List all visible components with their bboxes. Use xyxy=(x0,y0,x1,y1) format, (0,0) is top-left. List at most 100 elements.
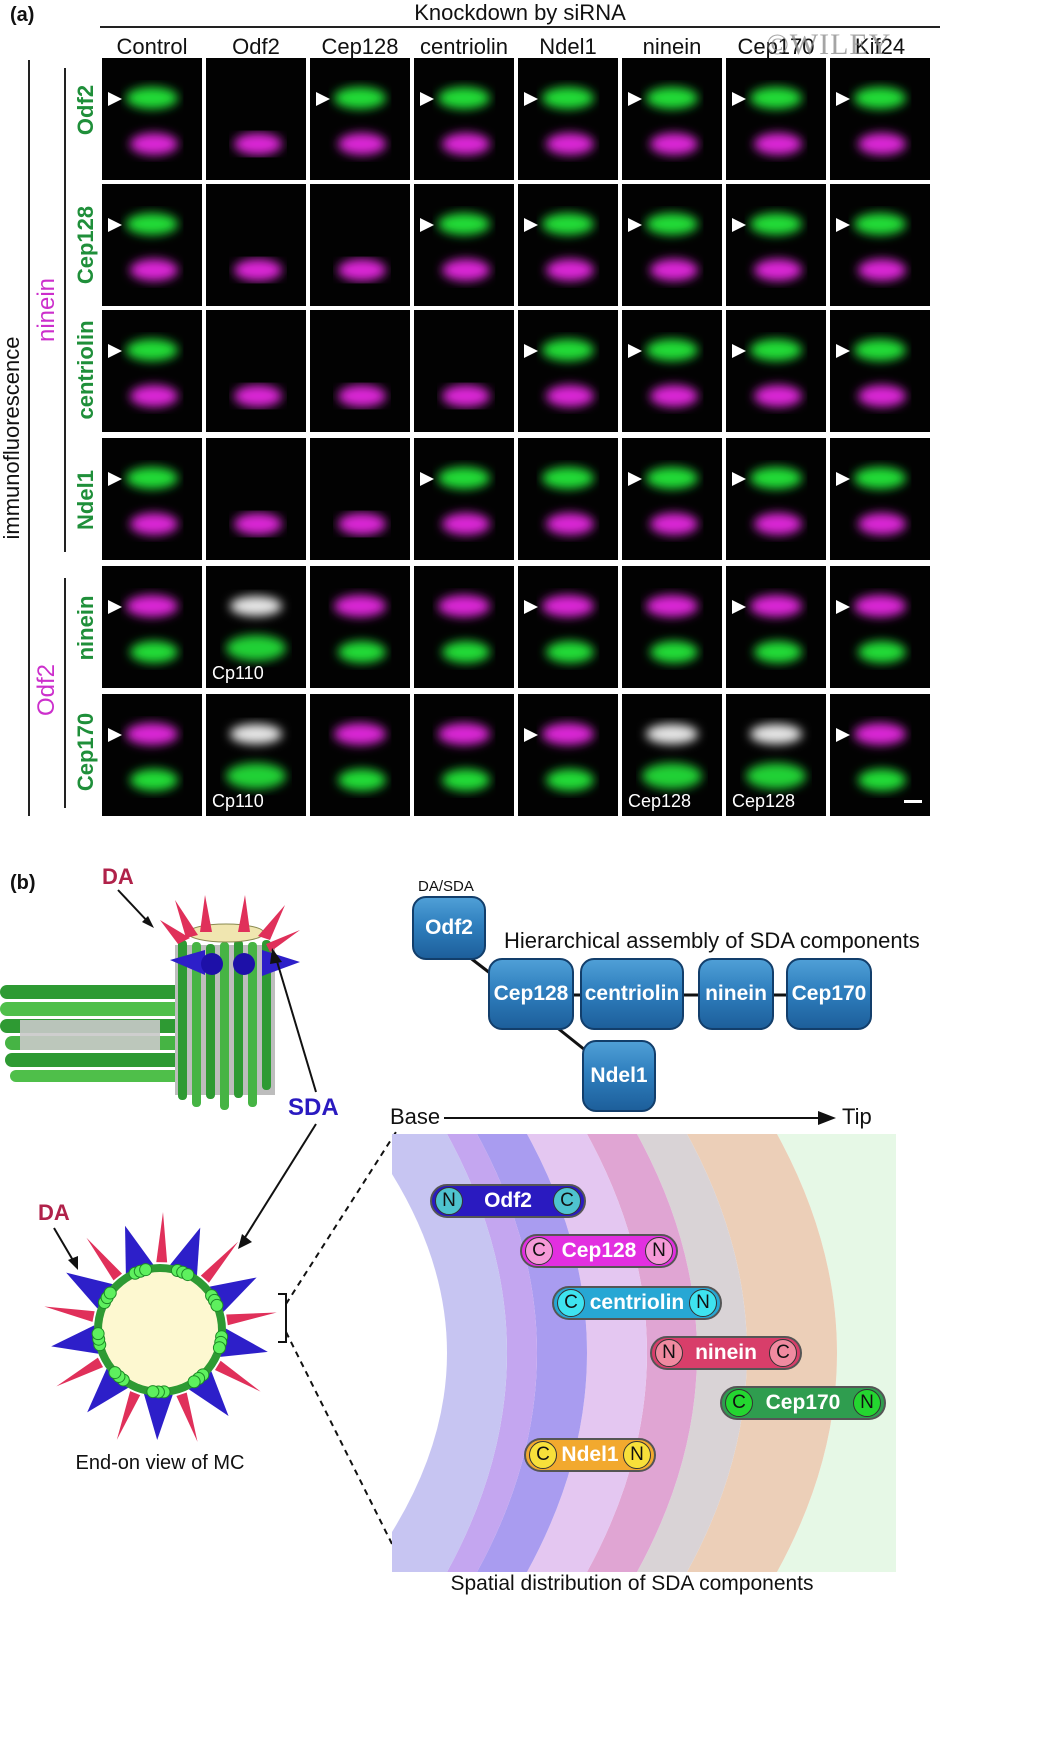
micrograph-r5-c1 xyxy=(102,566,202,688)
pill-cep128-right-terminus: N xyxy=(645,1237,673,1265)
da-spike xyxy=(86,1237,123,1281)
sda-cone xyxy=(125,1225,154,1274)
microtubule-triplet xyxy=(108,1366,122,1380)
column-label-ninein: ninein xyxy=(642,34,702,59)
column-label-cep170: Cep170 xyxy=(737,34,815,59)
da-label-bottom: DA xyxy=(38,1200,70,1225)
micrograph-caption-r5c1: Cp110 xyxy=(212,791,264,811)
micrograph-r1-c6 xyxy=(622,58,722,180)
immunofluorescence-label: immunofluorescence xyxy=(0,336,24,540)
centriole-3d-illustration xyxy=(0,895,300,1110)
micrograph-r3-c4 xyxy=(414,310,514,432)
row-label-cep128: Cep128 xyxy=(73,205,98,285)
column-label-kif24: Kif24 xyxy=(854,34,906,59)
da-label-top: DA xyxy=(102,864,134,889)
end-on-view-diagram xyxy=(44,1212,277,1442)
micrograph-r3-c7 xyxy=(726,310,826,432)
pill-centriolin: C centriolin N xyxy=(552,1286,722,1320)
sda-cone xyxy=(220,1328,268,1357)
scale-bar xyxy=(904,800,922,803)
microtubule-triplet xyxy=(103,1286,117,1300)
micrograph-r2-c7 xyxy=(726,184,826,306)
node-ninein: ninein xyxy=(698,958,774,1030)
micrograph-r5-c6 xyxy=(622,566,722,688)
pill-centriolin-label: centriolin xyxy=(589,1291,685,1314)
da-spike xyxy=(56,1357,104,1387)
micrograph-r2-c4 xyxy=(414,184,514,306)
micrograph-caption-r4c1: Cp110 xyxy=(212,663,264,683)
panel-b-label: (b) xyxy=(10,872,36,894)
microtubule-triplet xyxy=(181,1268,195,1282)
pill-cep128: C Cep128 N xyxy=(520,1234,678,1268)
micrograph-r1-c5 xyxy=(518,58,618,180)
pill-ninein-left-terminus: N xyxy=(655,1339,683,1367)
node-odf2: Odf2 xyxy=(412,896,486,960)
da-spike xyxy=(214,1360,261,1392)
sda-cone xyxy=(51,1325,99,1354)
row-label-wrap-ninein: ninein xyxy=(66,558,106,698)
micrograph-r1-c1 xyxy=(102,58,202,180)
micrograph-r1-c8 xyxy=(830,58,930,180)
micrograph-r1-c4 xyxy=(414,58,514,180)
micrograph-r4-c8 xyxy=(830,438,930,560)
zoom-connector xyxy=(278,1131,397,1553)
microtubule-triplet xyxy=(146,1385,160,1399)
micrograph-r5-c5 xyxy=(518,566,618,688)
column-label-centriolin: centriolin xyxy=(419,34,509,59)
axis-tip-label: Tip xyxy=(842,1104,872,1129)
micrograph-r4-c4 xyxy=(414,438,514,560)
distal-appendage-spikes xyxy=(160,895,300,952)
row-label-wrap-cep128: Cep128 xyxy=(66,175,106,315)
microtubule-triplet xyxy=(210,1298,224,1312)
micrograph-r6-c5 xyxy=(518,694,618,816)
knockdown-header: Knockdown by siRNA xyxy=(414,0,626,25)
pill-cep170: C Cep170 N xyxy=(720,1386,886,1420)
micrograph-r3-c8 xyxy=(830,310,930,432)
da-spike xyxy=(44,1306,95,1322)
pill-ndel1-left-terminus: C xyxy=(529,1441,557,1469)
sda-arrows xyxy=(238,948,317,1249)
micrograph-r6-c4 xyxy=(414,694,514,816)
column-label-cep128: Cep128 xyxy=(321,34,399,59)
row-label-wrap-odf2: Odf2 xyxy=(66,40,106,180)
sda-cone xyxy=(170,1227,201,1276)
da-spike xyxy=(156,1212,168,1263)
micrograph-r4-c5 xyxy=(518,438,618,560)
axis-base-label: Base xyxy=(390,1104,441,1129)
base-tip-arrow xyxy=(444,1111,836,1125)
column-label-odf2: Odf2 xyxy=(232,34,280,59)
micrograph-r4-c7 xyxy=(726,438,826,560)
micrograph-caption-r5c5: Cep128 xyxy=(628,791,692,811)
pill-odf2-left-terminus: N xyxy=(435,1187,463,1215)
row-label-cep170: Cep170 xyxy=(73,712,98,792)
spatial-title: Spatial distribution of SDA components xyxy=(450,1572,814,1595)
micrograph-r2-c2 xyxy=(206,184,306,306)
pill-ndel1: C Ndel1 N xyxy=(524,1438,656,1472)
micrograph-r3-c2 xyxy=(206,310,306,432)
micrograph-r2-c6 xyxy=(622,184,722,306)
micrograph-r2-c1 xyxy=(102,184,202,306)
group2-label-odf2: Odf2 xyxy=(33,663,60,717)
band-tip xyxy=(777,1134,896,1572)
microtubule-triplet xyxy=(139,1263,153,1277)
row-label-wrap-centriolin: centriolin xyxy=(66,300,106,440)
da-arrow-bottom xyxy=(53,1227,78,1270)
micrograph-r1-c7 xyxy=(726,58,826,180)
micrograph-r6-c8 xyxy=(830,694,930,816)
da-spike xyxy=(226,1312,277,1326)
micrograph-r4-c2 xyxy=(206,438,306,560)
node-cep128: Cep128 xyxy=(488,958,574,1030)
pill-ninein: N ninein C xyxy=(650,1336,802,1370)
da-spike xyxy=(176,1392,198,1442)
micrograph-r2-c5 xyxy=(518,184,618,306)
centriole-lumen xyxy=(102,1272,218,1388)
pill-odf2: N Odf2 C xyxy=(430,1184,586,1218)
row-label-ninein: ninein xyxy=(73,595,98,661)
group1-label-ninein: ninein xyxy=(33,277,60,343)
column-label-control: Control xyxy=(116,34,188,59)
microtubule-triplet xyxy=(212,1341,226,1355)
pill-odf2-right-terminus: C xyxy=(553,1187,581,1215)
da-spike xyxy=(116,1391,141,1440)
micrograph-r3-c3 xyxy=(310,310,410,432)
micrograph-r3-c5 xyxy=(518,310,618,432)
